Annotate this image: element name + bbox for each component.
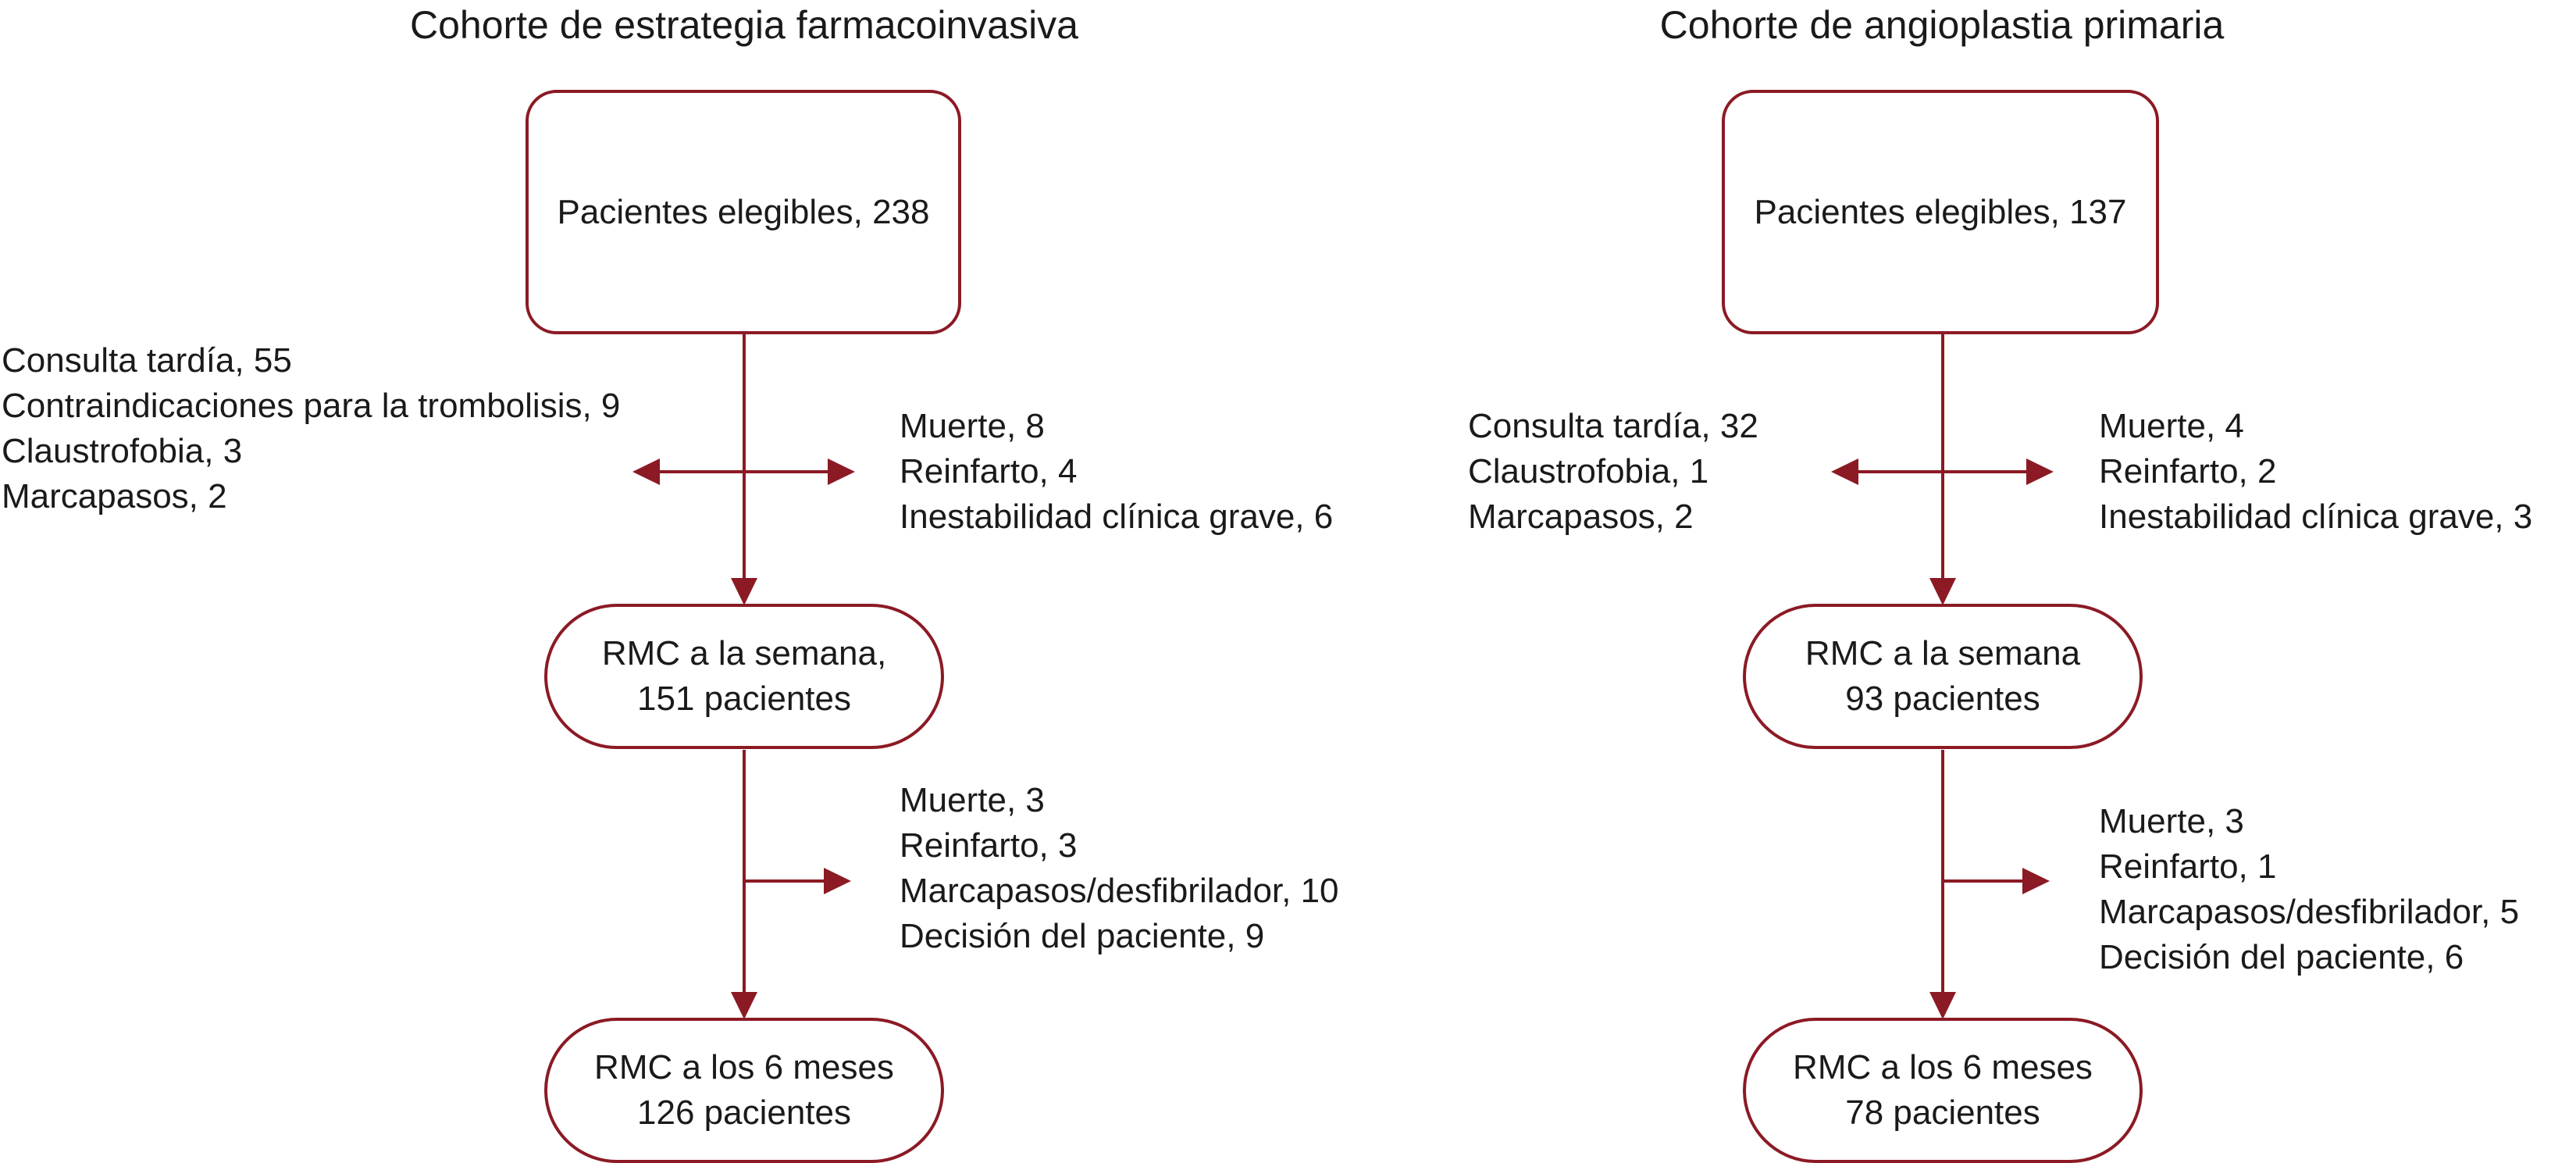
list-item: Consulta tardía, 55 — [2, 341, 292, 380]
arrowhead-down-icon — [731, 992, 757, 1019]
list-item: Claustrofobia, 1 — [1468, 452, 1709, 491]
six-months-line2: 78 pacientes — [1845, 1093, 2040, 1132]
list-item: Claustrofobia, 3 — [2, 432, 243, 470]
week-line1: RMC a la semana — [1805, 634, 2081, 672]
list-item: Reinfarto, 2 — [2099, 452, 2277, 491]
excluded-left-list: Consulta tardía, 55 Contraindicaciones p… — [2, 338, 620, 519]
arrowhead-down-icon — [1929, 992, 1956, 1019]
week-box: RMC a la semana, 151 pacientes — [544, 604, 944, 749]
list-item: Reinfarto, 3 — [900, 826, 1078, 865]
list-item: Marcapasos, 2 — [1468, 498, 1694, 536]
lost-list: Muerte, 3 Reinfarto, 1 Marcapasos/desfib… — [2099, 799, 2519, 980]
arrowhead-left-icon — [632, 458, 660, 485]
list-item: Muerte, 3 — [900, 781, 1045, 819]
excluded-right-list: Muerte, 8 Reinfarto, 4 Inestabilidad clí… — [900, 404, 1333, 540]
week-line2: 151 pacientes — [637, 680, 851, 718]
six-months-line2: 126 pacientes — [637, 1093, 851, 1132]
excluded-left-list: Consulta tardía, 32 Claustrofobia, 1 Mar… — [1468, 404, 1758, 540]
list-item: Inestabilidad clínica grave, 6 — [900, 498, 1334, 536]
list-item: Muerte, 3 — [2099, 802, 2244, 840]
six-months-box: RMC a los 6 meses 126 pacientes — [544, 1018, 944, 1163]
list-item: Consulta tardía, 32 — [1468, 407, 1758, 445]
cohort-title: Cohorte de estrategia farmacoinvasiva — [409, 3, 1078, 47]
list-item: Reinfarto, 1 — [2099, 847, 2277, 886]
arrowhead-right-icon — [828, 458, 855, 485]
list-item: Marcapasos, 2 — [2, 477, 227, 516]
arrowhead-right-icon — [2022, 868, 2050, 894]
eligible-box: Pacientes elegibles, 238 — [526, 90, 961, 334]
arrowhead-down-icon — [731, 578, 757, 605]
arrowhead-left-icon — [1831, 458, 1858, 485]
list-item: Marcapasos/desfibrilador, 10 — [900, 872, 1339, 910]
arrowhead-down-icon — [1929, 578, 1956, 605]
six-months-box: RMC a los 6 meses 78 pacientes — [1743, 1018, 2143, 1163]
list-item: Decisión del paciente, 6 — [2099, 938, 2464, 976]
week-box: RMC a la semana 93 pacientes — [1743, 604, 2143, 749]
six-months-line1: RMC a los 6 meses — [594, 1048, 894, 1086]
six-months-line1: RMC a los 6 meses — [1793, 1048, 2093, 1086]
arrowhead-right-icon — [2026, 458, 2054, 485]
week-line1: RMC a la semana, — [601, 634, 887, 672]
excluded-right-list: Muerte, 4 Reinfarto, 2 Inestabilidad clí… — [2099, 404, 2532, 540]
week-line2: 93 pacientes — [1845, 680, 2040, 718]
list-item: Muerte, 4 — [2099, 407, 2244, 445]
cohort-title: Cohorte de angioplastia primaria — [1659, 3, 2225, 47]
arrowhead-right-icon — [824, 868, 851, 894]
lost-list: Muerte, 3 Reinfarto, 3 Marcapasos/desfib… — [900, 778, 1339, 959]
eligible-box: Pacientes elegibles, 137 — [1722, 90, 2159, 334]
list-item: Inestabilidad clínica grave, 3 — [2099, 498, 2533, 536]
list-item: Contraindicaciones para la trombolisis, … — [2, 387, 621, 425]
eligible-label: Pacientes elegibles, 137 — [1754, 192, 2127, 231]
list-item: Decisión del paciente, 9 — [900, 917, 1265, 955]
list-item: Reinfarto, 4 — [900, 452, 1078, 491]
eligible-label: Pacientes elegibles, 238 — [557, 192, 930, 231]
list-item: Marcapasos/desfibrilador, 5 — [2099, 893, 2520, 931]
list-item: Muerte, 8 — [900, 407, 1045, 445]
